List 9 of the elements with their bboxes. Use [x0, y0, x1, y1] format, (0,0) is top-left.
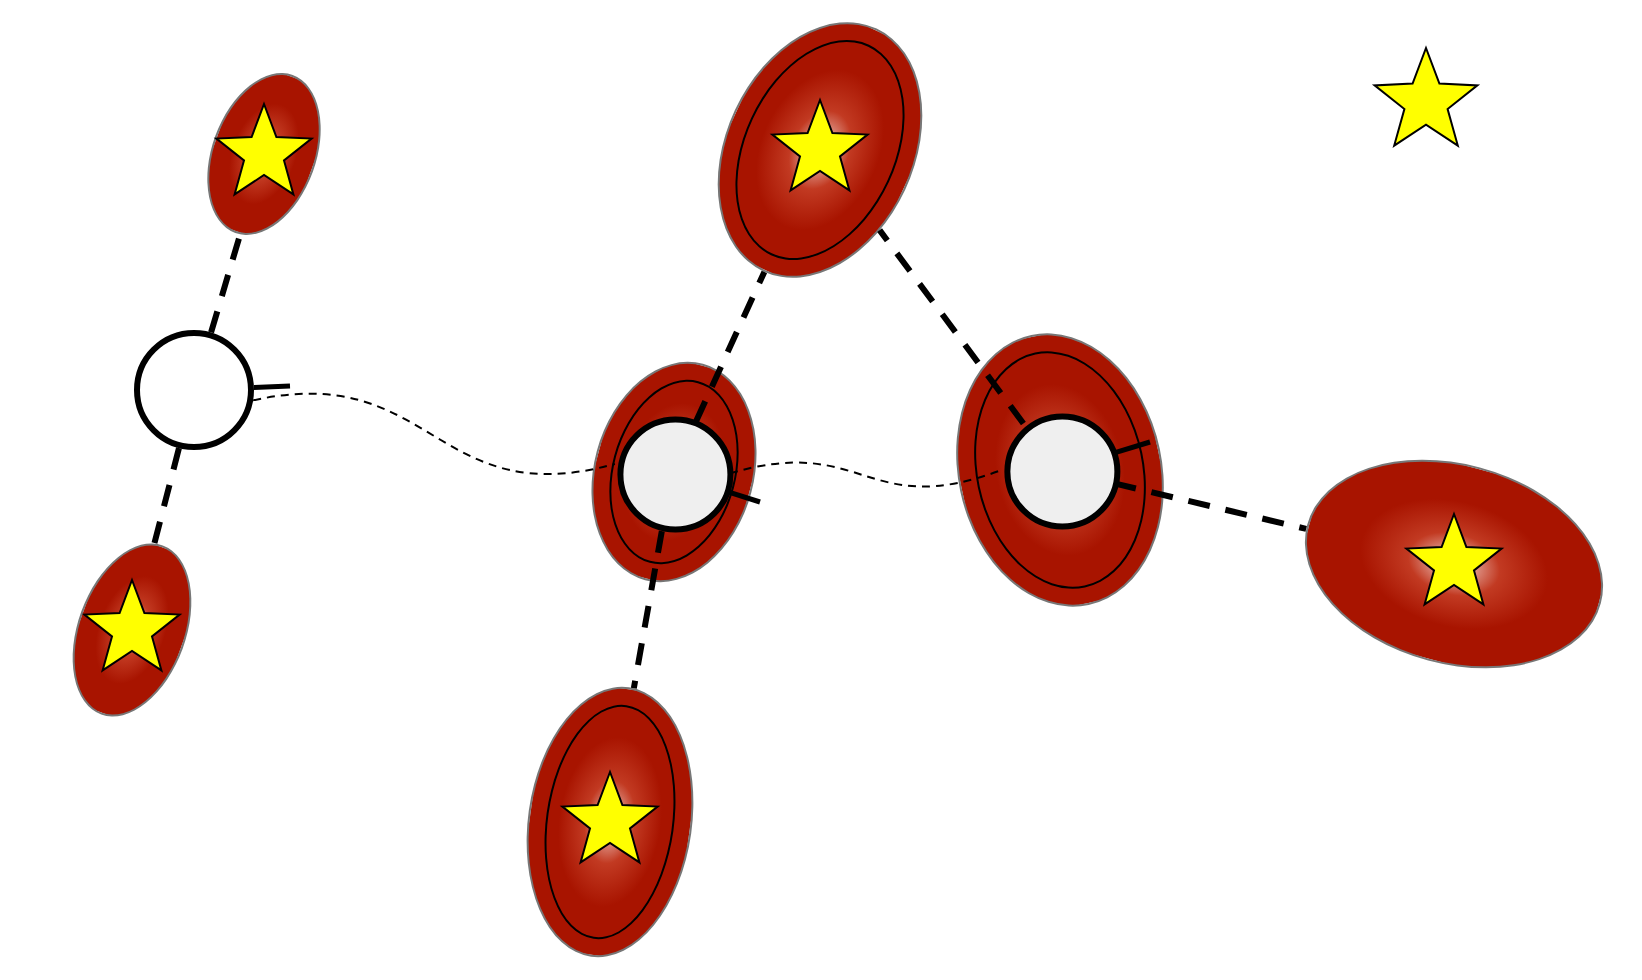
dashed-line [630, 530, 665, 689]
dashed-line [151, 447, 182, 545]
circle-node [617, 416, 734, 533]
dashed-line [693, 270, 768, 423]
dashed-line [877, 228, 1026, 426]
dashed-line [1113, 480, 1307, 532]
dashed-curve [252, 393, 616, 475]
dashed-curve [729, 461, 1001, 488]
dashed-line [208, 233, 244, 334]
